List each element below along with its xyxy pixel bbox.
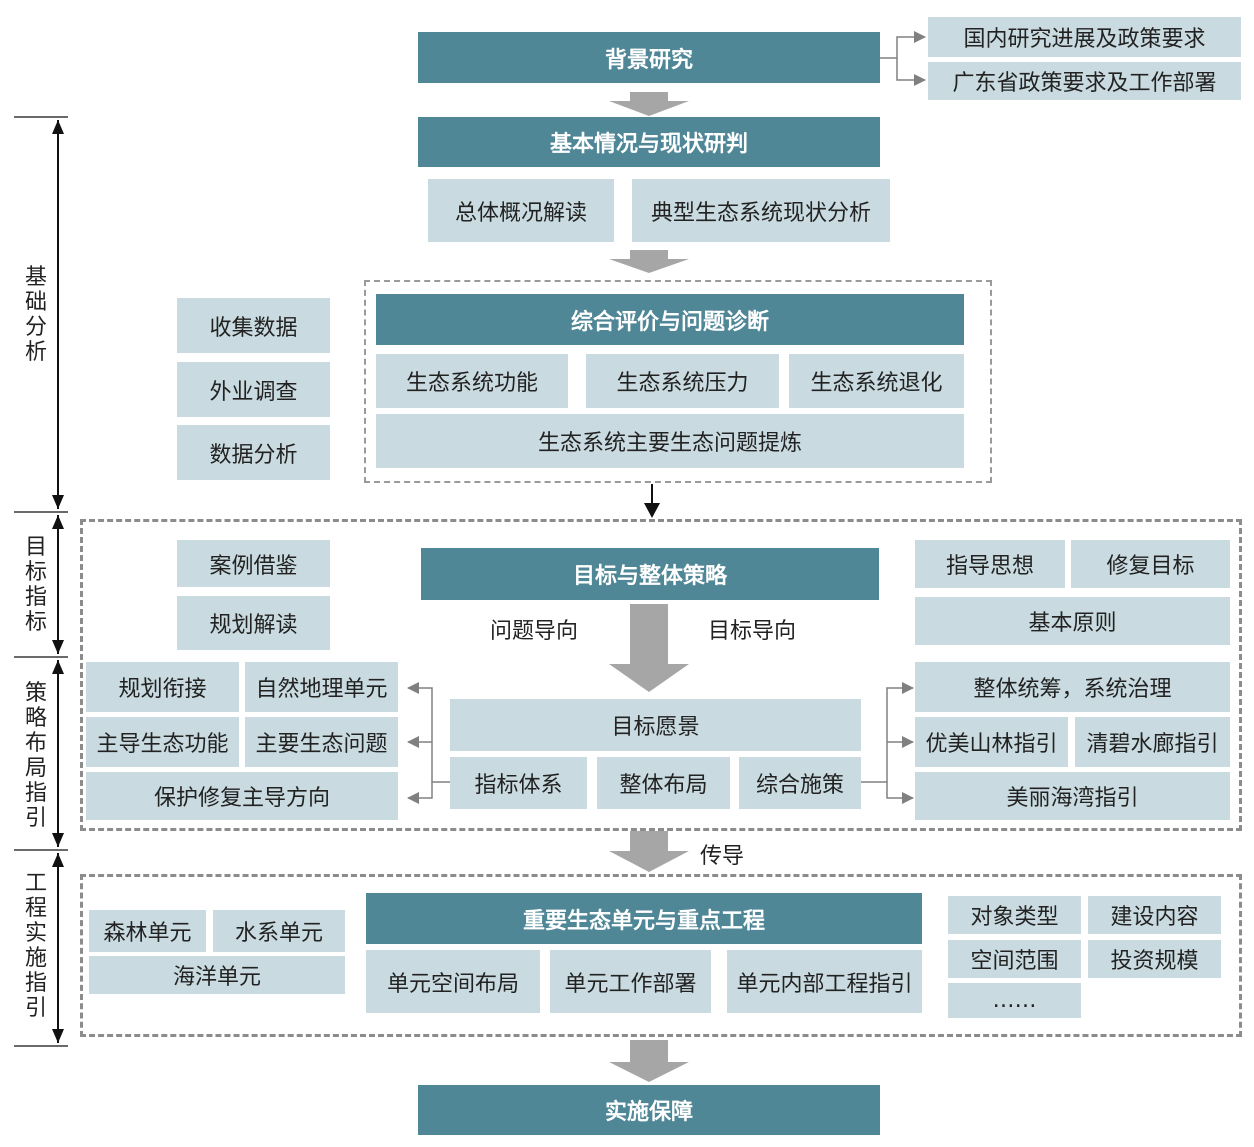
forest-unit-box: 森林单元 — [89, 910, 206, 952]
case-reference-box: 案例借鉴 — [177, 540, 330, 587]
overall-layout-box: 整体布局 — [597, 757, 730, 809]
comprehensive-measures-box: 综合施策 — [739, 757, 861, 809]
water-unit-box: 水系单元 — [213, 910, 345, 952]
beautiful-bay-box: 美丽海湾指引 — [915, 772, 1230, 820]
eco-degradation-box: 生态系统退化 — [789, 354, 964, 408]
object-type-box: 对象类型 — [948, 896, 1081, 934]
phase-label-basic: 基础分析 — [24, 265, 47, 365]
target-strategy-frame — [80, 519, 1242, 831]
phase-axis — [14, 116, 68, 1047]
key-unit-project-box: 重要生态单元与重点工程 — [366, 893, 922, 944]
unit-work-deployment-box: 单元工作部署 — [550, 950, 711, 1013]
engineering-frame — [80, 874, 1242, 1037]
construction-content-box: 建设内容 — [1088, 896, 1221, 934]
spatial-scope-box: 空间范围 — [948, 940, 1081, 978]
ocean-unit-box: 海洋单元 — [89, 956, 345, 994]
dominant-function-box: 主导生态功能 — [86, 717, 239, 767]
background-research-box: 背景研究 — [418, 32, 880, 83]
flow-arrow-1 — [609, 92, 689, 116]
guangdong-policy-box: 广东省政策要求及工作部署 — [928, 62, 1241, 100]
basic-situation-box: 基本情况与现状研判 — [418, 117, 880, 167]
target-strategy-box: 目标与整体策略 — [421, 548, 879, 600]
domestic-research-box: 国内研究进展及政策要求 — [928, 17, 1241, 57]
guiding-thought-box: 指导思想 — [915, 540, 1065, 588]
basic-principle-box: 基本原则 — [915, 597, 1230, 645]
eco-function-box: 生态系统功能 — [376, 354, 568, 408]
transmit-label: 传导 — [700, 844, 745, 869]
plan-link-box: 规划衔接 — [86, 662, 239, 712]
implementation-guarantee-box: 实施保障 — [418, 1085, 880, 1135]
problem-oriented-label: 问题导向 — [490, 619, 579, 644]
down-arrow-black — [644, 503, 660, 518]
flow-arrow-4 — [609, 831, 689, 872]
method-analysis-box: 数据分析 — [177, 425, 330, 480]
overview-box: 总体概况解读 — [428, 179, 614, 242]
plan-reading-box: 规划解读 — [177, 596, 330, 650]
water-corridor-box: 清碧水廊指引 — [1075, 717, 1230, 767]
phase-label-engineering: 工程实施指引 — [24, 871, 47, 1021]
overall-governance-box: 整体统筹，系统治理 — [915, 662, 1230, 712]
restoration-goal-box: 修复目标 — [1071, 540, 1230, 588]
ecosystem-status-box: 典型生态系统现状分析 — [632, 179, 890, 242]
mountain-forest-box: 优美山林指引 — [915, 717, 1068, 767]
flow-arrow-3 — [609, 604, 689, 692]
ellipsis-box: …… — [948, 983, 1081, 1018]
main-problem-box: 主要生态问题 — [245, 717, 398, 767]
unit-spatial-layout-box: 单元空间布局 — [366, 950, 540, 1013]
indicator-system-box: 指标体系 — [450, 757, 587, 809]
vision-box: 目标愿景 — [450, 699, 861, 751]
eco-pressure-box: 生态系统压力 — [586, 354, 779, 408]
phase-label-strategy: 策略布局指引 — [24, 681, 47, 831]
flow-arrow-2 — [609, 250, 689, 273]
investment-scale-box: 投资规模 — [1088, 940, 1221, 978]
flow-arrow-5 — [609, 1040, 689, 1082]
restoration-direction-box: 保护修复主导方向 — [86, 772, 398, 820]
unit-project-guide-box: 单元内部工程指引 — [727, 950, 922, 1013]
phase-label-target: 目标指标 — [24, 535, 47, 635]
method-field-box: 外业调查 — [177, 362, 330, 417]
geo-unit-box: 自然地理单元 — [245, 662, 398, 712]
target-oriented-label: 目标导向 — [708, 619, 797, 644]
evaluation-title-box: 综合评价与问题诊断 — [376, 294, 964, 345]
eco-problem-summary-box: 生态系统主要生态问题提炼 — [376, 414, 964, 468]
method-collect-box: 收集数据 — [177, 298, 330, 353]
evaluation-frame — [364, 280, 992, 483]
